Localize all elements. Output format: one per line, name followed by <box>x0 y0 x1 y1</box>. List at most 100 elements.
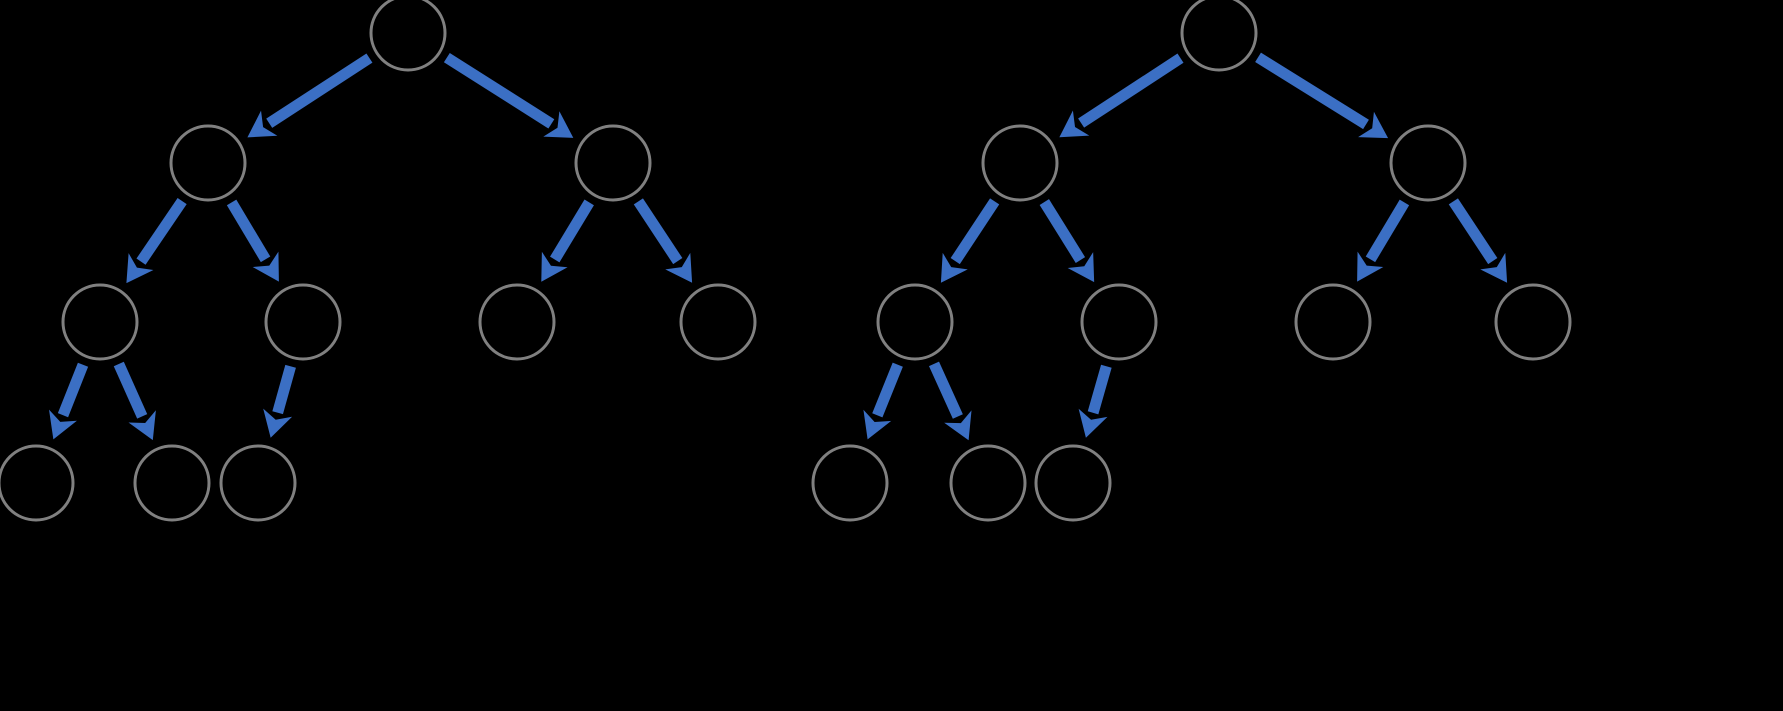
arrow-head-icon <box>128 410 156 441</box>
node-circle[interactable] <box>949 444 1027 522</box>
tree-edge <box>940 198 1000 283</box>
edge-shaft <box>1365 199 1410 263</box>
tree-node-l-n6[interactable] <box>679 283 757 361</box>
node-circle[interactable] <box>478 283 556 361</box>
edge-shaft <box>950 198 1000 265</box>
node-circle[interactable] <box>679 283 757 361</box>
tree-edge <box>247 53 373 138</box>
tree-edge <box>633 198 693 283</box>
node-circle[interactable] <box>574 124 652 202</box>
edge-shaft <box>1448 198 1498 265</box>
edge-shaft <box>550 199 594 263</box>
node-circle[interactable] <box>1389 124 1467 202</box>
arrow-head-icon <box>541 251 568 282</box>
tree-node-l-n5[interactable] <box>478 283 556 361</box>
node-circle[interactable] <box>1034 444 1112 522</box>
edge-shaft <box>1039 199 1086 263</box>
edge-shaft <box>928 361 963 419</box>
left-tree-nodes <box>0 0 757 522</box>
edge-shaft <box>272 364 296 415</box>
arrow-head-icon <box>252 251 279 282</box>
arrow-head-icon <box>126 253 154 284</box>
arrow-head-icon <box>1059 110 1090 138</box>
arrow-head-icon <box>940 252 968 283</box>
node-circle[interactable] <box>876 283 954 361</box>
tree-node-r-n7[interactable] <box>811 444 889 522</box>
tree-edge <box>49 362 89 440</box>
tree-node-r-n3[interactable] <box>876 283 954 361</box>
tree-node-r-n4[interactable] <box>1080 283 1158 361</box>
tree-node-l-n9[interactable] <box>219 444 297 522</box>
edge-shaft <box>1087 364 1112 415</box>
right-tree-nodes <box>811 0 1572 522</box>
edge-shaft <box>633 198 683 265</box>
node-circle[interactable] <box>1080 283 1158 361</box>
node-circle[interactable] <box>1494 283 1572 361</box>
edge-shaft <box>136 197 187 265</box>
tree-edge <box>1078 364 1112 438</box>
arrow-head-icon <box>247 110 278 138</box>
tree-edge <box>113 361 156 441</box>
tree-edge <box>541 199 594 282</box>
tree-node-r-n2[interactable] <box>1389 124 1467 202</box>
tree-edge <box>928 361 972 441</box>
tree-node-r-root[interactable] <box>1180 0 1258 72</box>
tree-edge <box>1039 199 1095 283</box>
node-circle[interactable] <box>61 283 139 361</box>
edge-shaft <box>872 362 903 418</box>
tree-node-l-root[interactable] <box>369 0 447 72</box>
node-circle[interactable] <box>811 444 889 522</box>
left-tree-edges <box>49 52 693 441</box>
tree-edge <box>1059 53 1184 138</box>
arrow-head-icon <box>49 409 77 440</box>
node-circle[interactable] <box>219 444 297 522</box>
tree-edge <box>126 197 187 284</box>
node-circle[interactable] <box>264 283 342 361</box>
tree-edge <box>863 362 903 440</box>
arrow-head-icon <box>944 410 972 441</box>
right-tree-edges <box>863 52 1508 441</box>
tree-edge <box>226 199 279 282</box>
node-circle[interactable] <box>133 444 211 522</box>
arrow-head-icon <box>1358 111 1389 139</box>
node-circle[interactable] <box>1294 283 1372 361</box>
edge-shaft <box>226 199 271 263</box>
node-circle[interactable] <box>981 124 1059 202</box>
edge-shaft <box>1078 53 1184 128</box>
edges-layer <box>49 52 1508 441</box>
edge-shaft <box>113 361 148 419</box>
tree-node-r-n5[interactable] <box>1294 283 1372 361</box>
tree-node-l-n2[interactable] <box>574 124 652 202</box>
arrow-head-icon <box>665 252 693 283</box>
edge-shaft <box>57 362 89 418</box>
tree-node-l-n8[interactable] <box>133 444 211 522</box>
edge-shaft <box>266 53 373 128</box>
edge-shaft <box>443 52 555 129</box>
tree-node-l-n1[interactable] <box>169 124 247 202</box>
edge-shaft <box>1255 52 1369 130</box>
arrow-head-icon <box>1067 252 1095 283</box>
arrow-head-icon <box>263 408 293 438</box>
node-circle[interactable] <box>0 444 75 522</box>
tree-node-r-n6[interactable] <box>1494 283 1572 361</box>
node-circle[interactable] <box>169 124 247 202</box>
tree-node-l-n4[interactable] <box>264 283 342 361</box>
tree-node-r-n8[interactable] <box>949 444 1027 522</box>
tree-edge <box>1448 198 1508 283</box>
arrow-head-icon <box>1078 408 1108 438</box>
tree-node-r-n9[interactable] <box>1034 444 1112 522</box>
node-circle[interactable] <box>369 0 447 72</box>
node-circle[interactable] <box>1180 0 1258 72</box>
arrow-head-icon <box>543 111 574 138</box>
tree-node-r-n1[interactable] <box>981 124 1059 202</box>
nodes-layer <box>0 0 1572 522</box>
tree-edge <box>1357 199 1410 282</box>
arrow-head-icon <box>1480 252 1508 283</box>
tree-edge <box>263 364 296 438</box>
arrow-head-icon <box>1357 251 1384 282</box>
tree-edge <box>1255 52 1389 139</box>
tree-node-l-n3[interactable] <box>61 283 139 361</box>
tree-node-l-n7[interactable] <box>0 444 75 522</box>
